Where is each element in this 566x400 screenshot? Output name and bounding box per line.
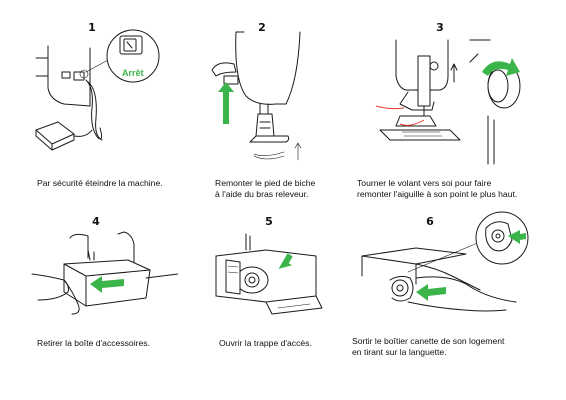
step-4-caption: Retirer la boîte d'accessoires. — [37, 338, 150, 349]
step-2-number: 2 — [258, 21, 266, 34]
step-4-caption-line-1: Retirer la boîte d'accessoires. — [37, 338, 150, 348]
step-6-number: 6 — [426, 215, 434, 228]
step-3-caption: Tourner le volant vers soi pour faire re… — [357, 178, 517, 200]
step-1-illustration — [35, 29, 160, 151]
step-3-caption-line-2: remonter l'aiguille à son point le plus … — [357, 189, 518, 199]
step-6-caption-line-2: en tirant sur la languette. — [352, 347, 447, 357]
step-6-caption-line-1: Sortir le boîtier canette de son logemen… — [352, 336, 505, 346]
step-5-number: 5 — [265, 215, 273, 228]
step-5-caption: Ouvrir la trappe d'accès. — [219, 338, 312, 349]
step-4-number: 4 — [92, 215, 100, 228]
step-2-caption: Remonter le pied de biche à l'aide du br… — [215, 178, 315, 200]
step-5-caption-line-1: Ouvrir la trappe d'accès. — [219, 338, 312, 348]
step-6-caption: Sortir le boîtier canette de son logemen… — [352, 336, 504, 358]
step-6-illustration — [361, 211, 529, 312]
step-5-illustration — [215, 233, 323, 315]
step-2-caption-line-1: Remonter le pied de biche — [215, 178, 316, 188]
step-1-number: 1 — [88, 21, 96, 34]
step-1-caption: Par sécurité éteindre la machine. — [37, 178, 163, 189]
step-3-illustration — [375, 39, 521, 165]
step-4-illustration — [31, 231, 178, 315]
step-2-illustration — [211, 31, 302, 161]
step-1-caption-line-1: Par sécurité éteindre la machine. — [37, 178, 163, 188]
step-3-caption-line-1: Tourner le volant vers soi pour faire — [357, 178, 492, 188]
step-2-caption-line-2: à l'aide du bras releveur. — [215, 189, 309, 199]
off-switch-label: Arrêt — [122, 68, 144, 78]
step-3-number: 3 — [436, 21, 444, 34]
